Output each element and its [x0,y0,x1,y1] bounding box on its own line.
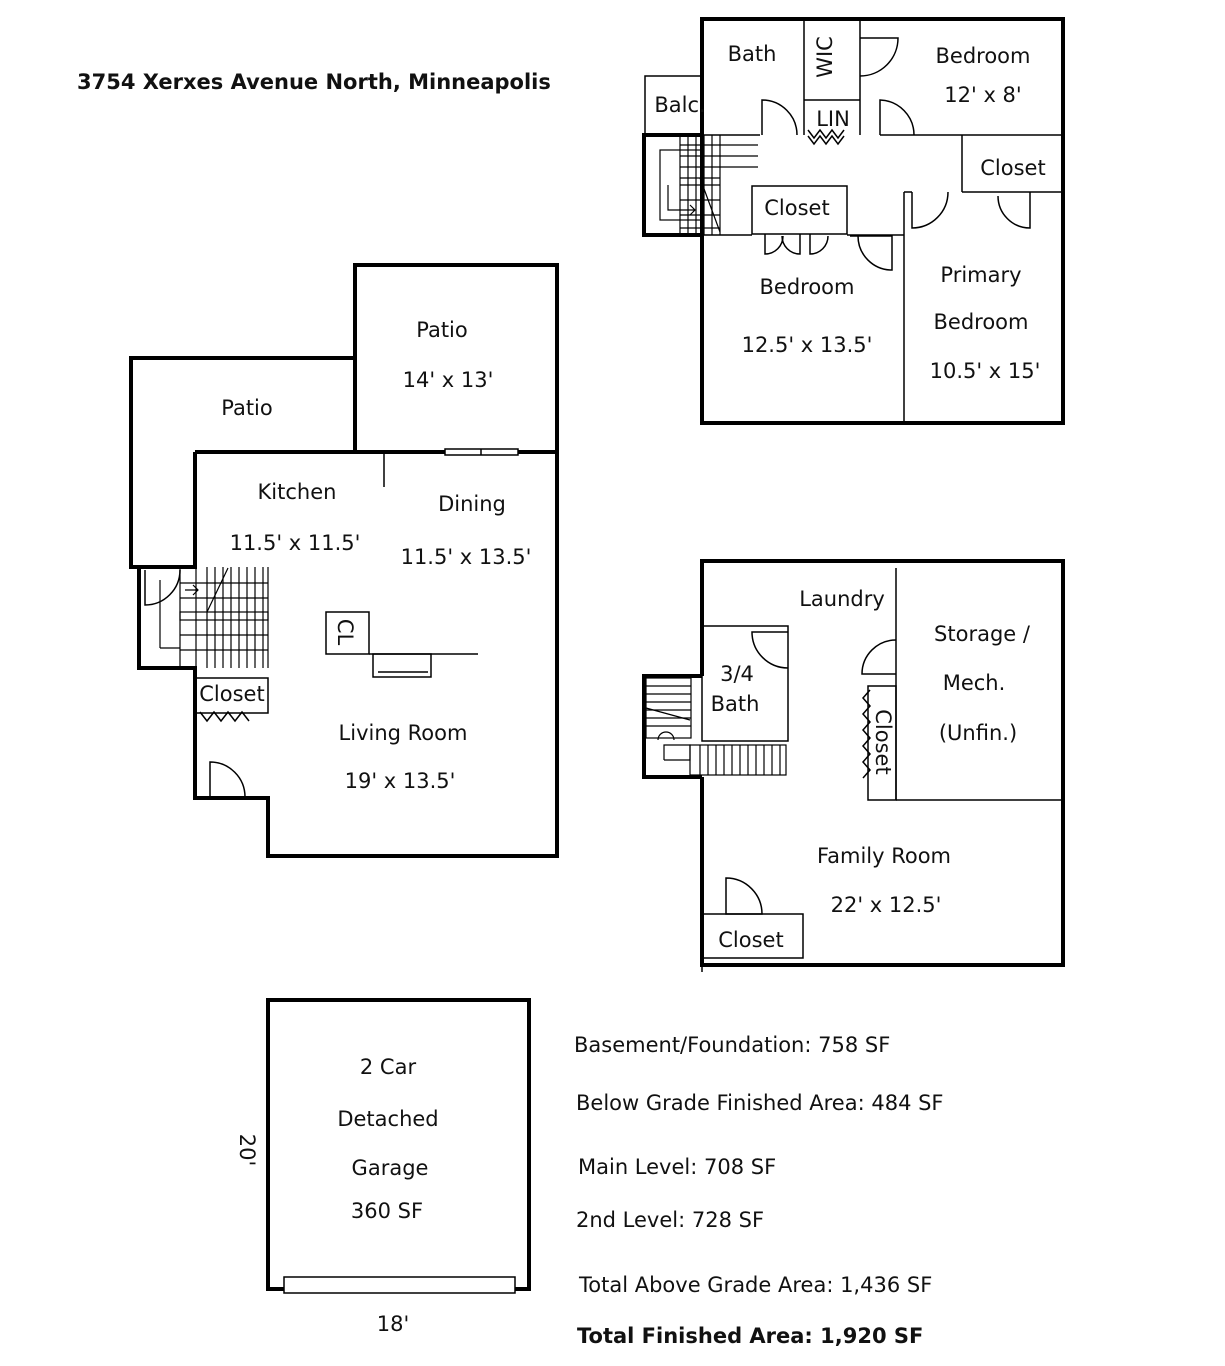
bedroom-small-label: Bedroom [936,44,1031,68]
garage-label-line3: Garage [352,1156,429,1180]
upper-bath-label: Bath [728,42,777,66]
kitchen-label: Kitchen [258,480,337,504]
three-quarter-bath-line2: Bath [711,692,760,716]
patio-left-label: Patio [221,396,273,420]
main-level-plan: Patio 14' x 13' Patio Kitchen 11.5' x 11… [129,263,559,858]
lower-closet-label: Closet [718,928,783,952]
upper-level-outline [700,17,1065,425]
above-grade-area: Total Above Grade Area: 1,436 SF [578,1273,932,1297]
dining-size: 11.5' x 13.5' [401,545,532,569]
coat-closet-label: CL [333,619,357,646]
upper-doors [761,37,1031,271]
second-level-area: 2nd Level: 728 SF [576,1208,764,1232]
property-address: 3754 Xerxes Avenue North, Minneapolis [77,70,551,94]
family-room-size: 22' x 12.5' [831,893,942,917]
upper-interior-walls [702,19,1063,423]
upper-closet-right-label: Closet [980,156,1045,180]
balcony-label: Balc. [654,93,705,117]
main-stairs [159,567,269,668]
lower-stairs [645,677,787,776]
main-closet-label: Closet [199,682,264,706]
main-interior-walls [194,452,478,714]
garage-width-dimension: 18' [377,1312,410,1336]
storage-label-line2: Mech. [943,671,1006,695]
garage-depth-dimension: 20' [235,1134,259,1167]
primary-bedroom-size: 10.5' x 15' [930,359,1041,383]
laundry-label: Laundry [799,587,885,611]
main-doors [144,569,250,798]
living-room-size: 19' x 13.5' [345,769,456,793]
primary-bedroom-label-line2: Bedroom [934,310,1029,334]
three-quarter-bath-line1: 3/4 [720,662,754,686]
lower-level-plan: Laundry Storage / Mech. (Unfin.) 3/4 Bat… [642,559,1065,972]
living-room-label: Living Room [339,721,468,745]
garage-area: 360 SF [351,1199,423,1223]
wic-label: WIC [813,36,837,78]
storage-label-line1: Storage / [934,622,1031,646]
upper-stairs [659,135,758,235]
garage-label-line2: Detached [337,1107,438,1131]
garage-door [283,1276,516,1294]
primary-bedroom-label-line1: Primary [940,263,1021,287]
patio-upper-size: 14' x 13' [403,368,494,392]
family-room-label: Family Room [817,844,951,868]
main-level-outline [137,450,559,858]
bedroom-label: Bedroom [760,275,855,299]
upper-level-plan: Bath WIC Balc. LIN Bedroom 12' x 8' Clos… [642,17,1065,425]
lower-closet-vertical-label: Closet [871,709,895,774]
linen-label: LIN [816,107,850,131]
lower-stair-outline [642,674,702,779]
garage-plan: 2 Car Detached Garage 360 SF 20' 18' [235,998,531,1336]
kitchen-size: 11.5' x 11.5' [230,531,361,555]
garage-outline [266,998,531,1291]
upper-patio-outline [353,263,559,452]
upper-closet-center-label: Closet [764,196,829,220]
total-finished-area: Total Finished Area: 1,920 SF [577,1324,923,1348]
upper-stair-outline [642,133,702,237]
patio-upper-label: Patio [416,318,468,342]
dining-label: Dining [438,492,506,516]
storage-label-line3: (Unfin.) [939,721,1017,745]
basement-area: Basement/Foundation: 758 SF [574,1033,890,1057]
area-summary: Basement/Foundation: 758 SF Below Grade … [574,1033,944,1348]
below-grade-area: Below Grade Finished Area: 484 SF [576,1091,944,1115]
bedroom-small-size: 12' x 8' [944,83,1021,107]
bedroom-size: 12.5' x 13.5' [742,333,873,357]
garage-label-line1: 2 Car [360,1055,417,1079]
main-level-area: Main Level: 708 SF [578,1155,776,1179]
lower-doors [725,631,897,915]
